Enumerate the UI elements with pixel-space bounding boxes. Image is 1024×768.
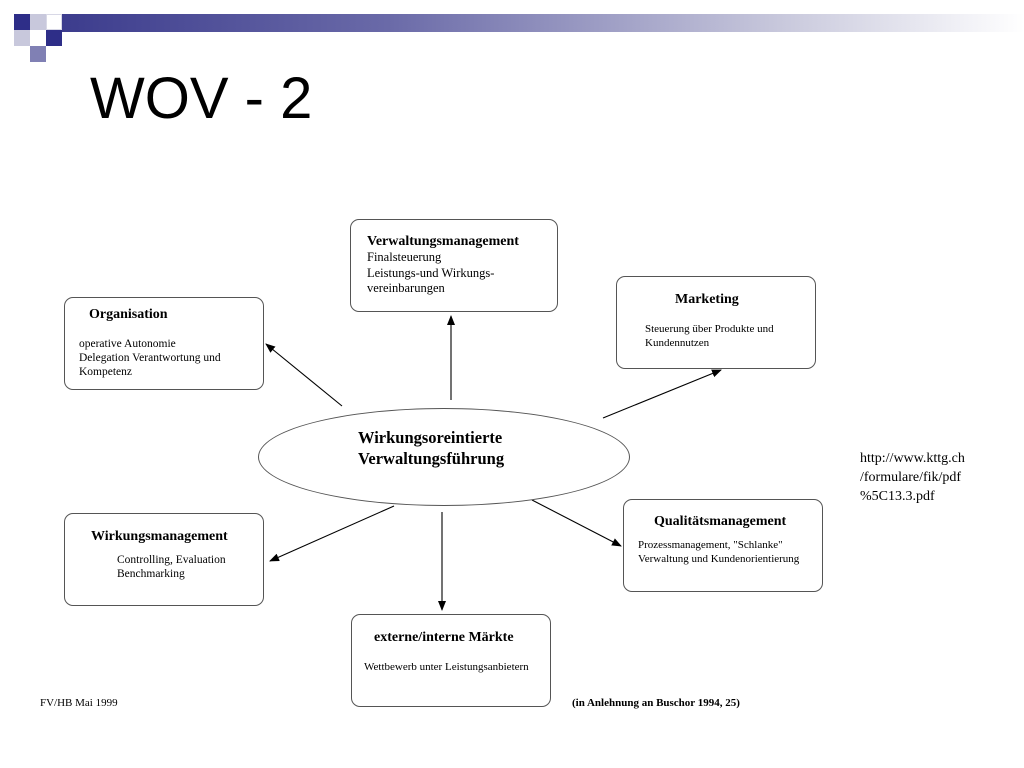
center-label: Wirkungsoreintierte Verwaltungsführung bbox=[358, 427, 504, 469]
arrow-to-qualitaetsmanagement bbox=[531, 499, 622, 547]
node-title: Wirkungsmanagement bbox=[91, 529, 228, 544]
node-organisation: Organisation operative Autonomie Delegat… bbox=[64, 297, 264, 390]
deco-square bbox=[30, 46, 46, 62]
node-title: Qualitätsmanagement bbox=[654, 514, 787, 529]
node-text-line: Kompetenz bbox=[79, 366, 133, 378]
node-text-line: Verwaltung und Kundenorientierung bbox=[638, 553, 800, 565]
node-qualitaetsmanagement: Qualitätsmanagement Prozessmanagement, "… bbox=[623, 499, 823, 592]
center-label-line: Wirkungsoreintierte bbox=[358, 428, 503, 447]
footer-date: FV/HB Mai 1999 bbox=[40, 697, 118, 709]
node-text-line: Controlling, Evaluation bbox=[117, 554, 226, 566]
node-text-line: Wettbewerb unter Leistungsanbietern bbox=[364, 661, 529, 673]
deco-square bbox=[14, 30, 30, 46]
node-text-line: Finalsteuerung bbox=[367, 250, 442, 264]
source-url-line: http://www.kttg.ch bbox=[860, 451, 965, 466]
center-label-line: Verwaltungsführung bbox=[358, 449, 505, 468]
deco-square bbox=[14, 14, 30, 30]
deco-square bbox=[46, 14, 62, 30]
source-url-line: /formulare/fik/pdf bbox=[860, 470, 962, 485]
node-text-line: operative Autonomie bbox=[79, 338, 176, 350]
node-text-line: Prozessmanagement, "Schlanke" bbox=[638, 539, 783, 551]
deco-square bbox=[46, 30, 62, 46]
node-maerkte: externe/interne Märkte Wettbewerb unter … bbox=[351, 614, 551, 707]
node-text-line: Kundennutzen bbox=[645, 337, 710, 349]
arrow-to-organisation bbox=[265, 343, 343, 407]
node-title: Marketing bbox=[675, 292, 739, 307]
node-title: Verwaltungsmanagement bbox=[367, 234, 519, 249]
node-text-line: Benchmarking bbox=[117, 568, 185, 580]
header-decoration bbox=[0, 0, 1024, 62]
node-text-line: Delegation Verantwortung und bbox=[79, 352, 221, 364]
node-verwaltungsmanagement: Verwaltungsmanagement Finalsteuerung Lei… bbox=[350, 219, 558, 312]
slide-title: WOV - 2 bbox=[90, 66, 313, 131]
node-title: externe/interne Märkte bbox=[374, 630, 514, 645]
deco-square bbox=[30, 14, 46, 30]
header-gradient-bar bbox=[46, 14, 1024, 32]
node-marketing: Marketing Steuerung über Produkte und Ku… bbox=[616, 276, 816, 369]
source-url-line: %5C13.3.pdf bbox=[860, 489, 935, 504]
node-text-line: Leistungs-und Wirkungs- bbox=[367, 265, 495, 280]
arrow-to-marketing bbox=[602, 369, 722, 419]
arrow-to-wirkungsmanagement bbox=[269, 505, 395, 562]
node-text-line: Steuerung über Produkte und bbox=[645, 323, 774, 335]
node-wirkungsmanagement: Wirkungsmanagement Controlling, Evaluati… bbox=[64, 513, 264, 606]
source-url: http://www.kttg.ch /formulare/fik/pdf %5… bbox=[860, 449, 965, 506]
node-title: Organisation bbox=[89, 307, 168, 322]
footer-citation: (in Anlehnung an Buschor 1994, 25) bbox=[572, 697, 740, 709]
center-ellipse bbox=[258, 408, 630, 506]
node-text-line: vereinbarungen bbox=[367, 281, 445, 295]
